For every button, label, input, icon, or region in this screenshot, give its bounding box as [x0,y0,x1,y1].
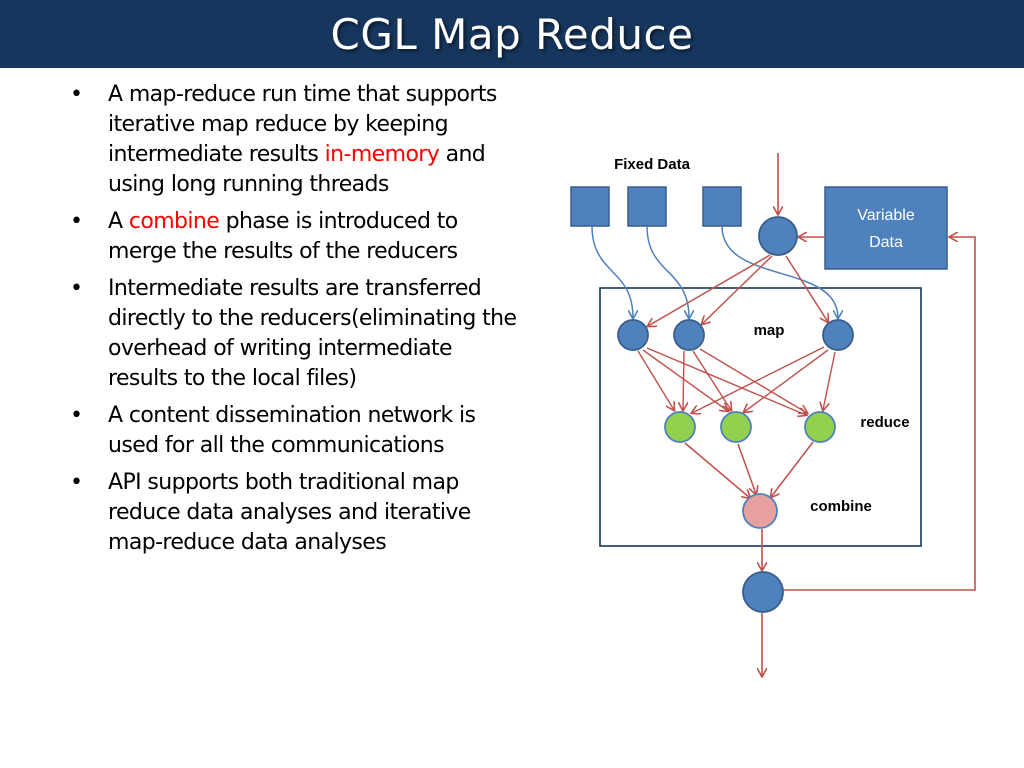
bullet-item: • A content dissemination network is used… [70,401,520,461]
title-bar [0,0,1024,68]
fixed-data-label: Fixed Data [614,156,691,173]
bullet-item: • A combine phase is introduced to merge … [70,207,520,267]
map-node [822,319,854,351]
bullet-dot: • [70,470,83,495]
map-to-reduce-arrow [699,348,807,413]
feedback-loop-arrow [783,237,976,591]
bullet-highlight-in-memory: in-memory [324,142,440,167]
reduce-label: reduce [860,414,909,431]
map-node [617,319,649,351]
bullet-text: Intermediate results are transferred dir… [108,276,517,391]
map-node [673,319,705,351]
fixed-data-block [702,186,742,227]
bullet-dot: • [70,276,83,301]
slide-title: CGL Map Reduce [330,10,694,59]
variable-data-box [824,186,948,270]
combine-node [742,493,778,529]
map-to-reduce-arrow [692,346,825,413]
bullet-text: A content dissemination network is used … [108,403,476,458]
reduce-node [664,411,696,443]
reduce-to-combine-arrow [771,441,814,497]
driver-to-map-arrow [785,255,828,322]
fixed-to-map-arrow [721,225,838,318]
bullet-text: A map-reduce run time that supports iter… [108,82,497,167]
bullet-text: phase is introduced to merge the results… [108,209,458,264]
variable-data-label: Variable [857,207,915,224]
output-node [742,571,784,613]
cgl-mapreduce-diagram: Fixed Data Variable Data map reduce comb… [570,153,976,690]
bullet-text: A [108,209,129,234]
reduce-to-combine-arrow [737,443,756,494]
map-to-reduce-arrow [683,350,684,410]
driver-node [758,216,798,256]
map-to-reduce-arrow [637,350,674,410]
fixed-to-map-arrow [591,225,633,318]
reduce-node [720,411,752,443]
bullet-item: • A map-reduce run time that supports ite… [70,80,520,200]
bullet-text: and using long running threads [108,142,486,197]
bullet-dot: • [70,403,83,428]
fixed-data-block [570,186,610,227]
variable-data-label: Data [869,234,903,251]
bullet-item: • Intermediate results are transferred di… [70,274,520,394]
bullet-highlight-combine: combine [128,209,220,234]
bullet-text: API supports both traditional map reduce… [108,470,471,555]
bullet-dot: • [70,82,83,107]
fixed-data-block [627,186,667,227]
map-to-reduce-arrow [744,349,829,412]
map-to-reduce-arrow [646,347,806,415]
map-to-reduce-arrow [692,350,731,410]
bullet-item: • API supports both traditional map reduc… [70,468,520,558]
driver-to-map-arrow [648,254,771,326]
map-to-reduce-arrow [642,349,728,411]
combine-label: combine [810,498,872,515]
map-to-reduce-arrow [823,351,836,410]
map-label: map [754,322,785,339]
reduce-to-combine-arrow [684,442,750,498]
reduce-node [804,411,836,443]
driver-to-map-arrow [702,255,773,324]
bullet-dot: • [70,209,83,234]
bullet-list: • A map-reduce run time that supports ite… [70,80,520,565]
